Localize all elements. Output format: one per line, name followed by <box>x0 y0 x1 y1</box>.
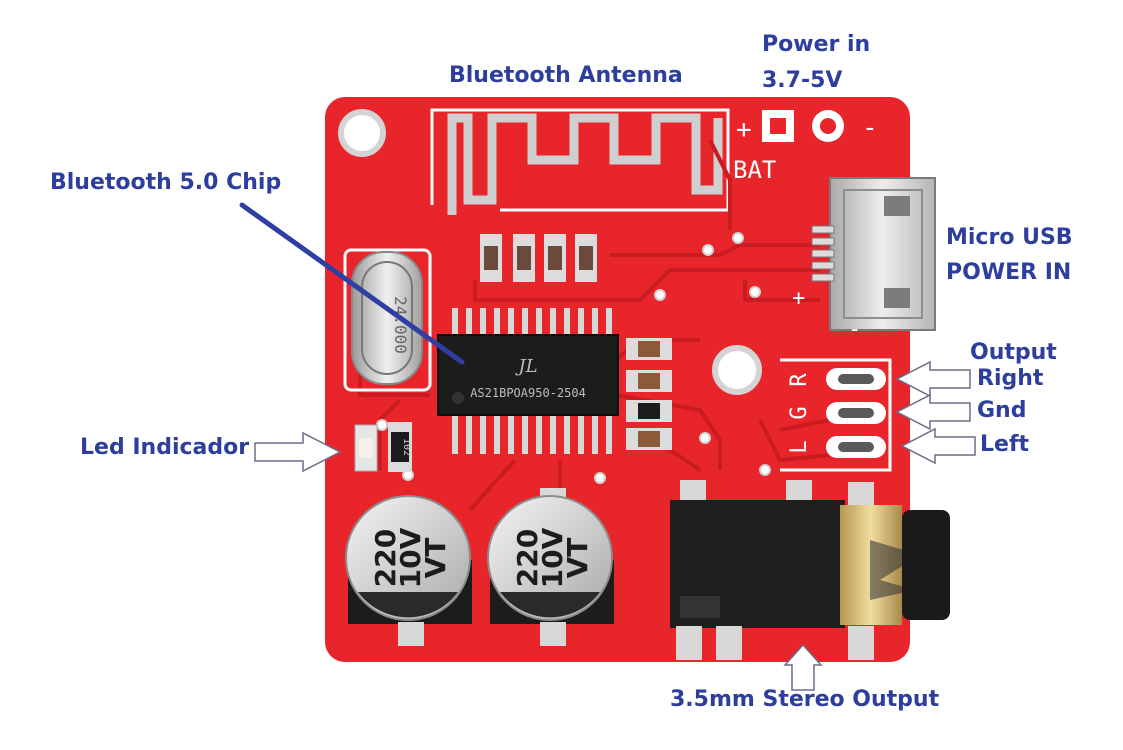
chip-pins-bottom <box>452 414 612 454</box>
electrolytic-capacitor-2 <box>487 495 613 621</box>
label-micro-usb-1: Micro USB <box>946 225 1073 250</box>
label-led-indicator: Led Indicador <box>80 435 250 460</box>
label-gnd: Gnd <box>977 398 1027 423</box>
crystal <box>351 251 423 385</box>
silk-r: R <box>787 373 812 387</box>
silk-g: G <box>787 406 812 419</box>
silk-usb-plus: + <box>792 286 805 311</box>
usb-pins <box>811 225 835 282</box>
chip-marking: AS21BPOA950-2504 <box>470 386 586 400</box>
cap2-line2: 10V <box>536 527 569 588</box>
label-micro-usb-2: POWER IN <box>946 260 1072 285</box>
mounting-hole <box>712 345 762 395</box>
antenna-outline <box>430 108 730 212</box>
label-power-in-1: Power in <box>762 32 871 57</box>
vias <box>376 232 771 484</box>
label-right: Right <box>977 366 1044 391</box>
audio-jack <box>670 480 950 660</box>
label-output: Output <box>970 340 1057 365</box>
arrow-left <box>900 427 976 465</box>
resistor-array <box>480 234 597 282</box>
arrow-right <box>895 360 971 398</box>
chip-logo: JL <box>514 356 537 377</box>
cap1-line1: 220 <box>369 529 402 587</box>
silk-bat-minus: - <box>862 113 878 143</box>
chip-pins-top <box>452 308 612 336</box>
label-power-in-2: 3.7-5V <box>762 68 843 93</box>
chip-pointer-line <box>239 202 465 365</box>
bluetooth-chip <box>437 334 619 416</box>
arrow-jack <box>783 643 823 691</box>
output-outline <box>780 358 892 472</box>
smd-capacitors <box>626 338 672 450</box>
cap2-line1: 220 <box>511 529 544 587</box>
electrolytic-capacitor-1 <box>345 495 471 621</box>
cap1-line3: VT <box>419 538 452 579</box>
crystal-marking: 24.000 <box>391 296 410 354</box>
antenna-trace <box>447 113 723 215</box>
arrow-led <box>254 431 342 473</box>
silk-bat-plus: + <box>736 115 752 145</box>
label-bluetooth-antenna: Bluetooth Antenna <box>449 63 683 88</box>
cap2-line3: VT <box>561 538 594 579</box>
silk-usb-minus: - <box>848 317 861 342</box>
cap1-line2: 10V <box>394 527 427 588</box>
usb-connector <box>829 177 936 331</box>
label-stereo-output: 3.5mm Stereo Output <box>670 687 940 712</box>
arrow-gnd <box>895 393 971 431</box>
label-left: Left <box>980 432 1030 457</box>
silk-bat: BAT <box>733 156 776 184</box>
resistor-marking: 102 <box>401 438 412 456</box>
silk-l: L <box>787 440 812 453</box>
mounting-hole <box>338 109 386 157</box>
label-bluetooth-chip: Bluetooth 5.0 Chip <box>50 170 282 195</box>
crystal-outline <box>343 248 432 392</box>
